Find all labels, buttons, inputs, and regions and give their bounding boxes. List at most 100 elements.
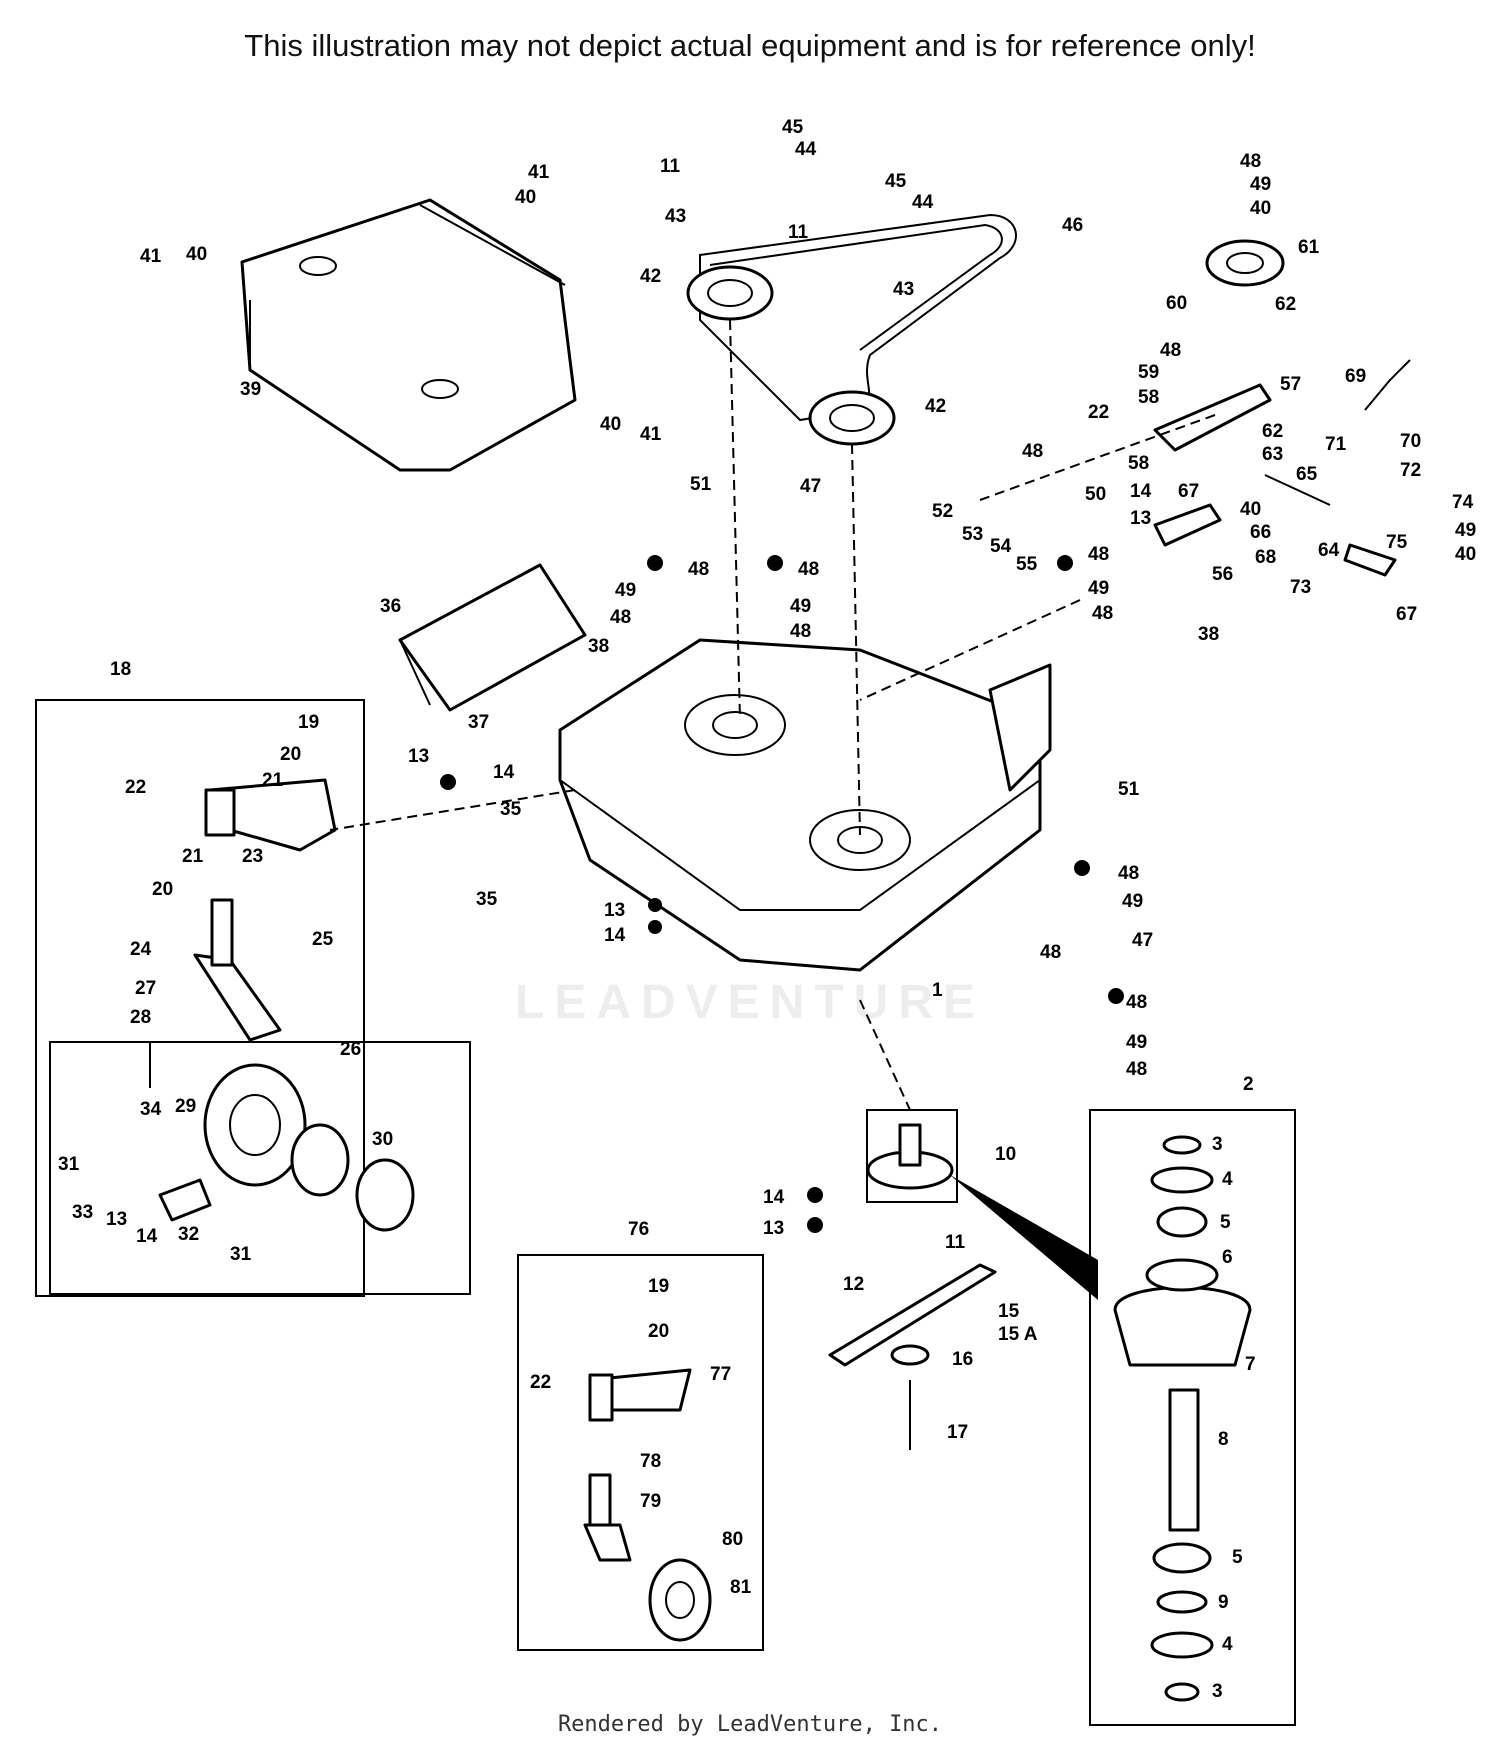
callout-78: 78 (640, 1451, 661, 1472)
hardware-fasteners (440, 555, 1124, 1233)
callout-22: 22 (1088, 402, 1109, 423)
callout-48: 48 (790, 621, 811, 642)
assembly-guide-lines (329, 319, 1216, 1111)
callout-2: 2 (1243, 1074, 1254, 1095)
callout-66: 66 (1250, 522, 1271, 543)
callout-62: 62 (1275, 294, 1296, 315)
caster-wheel-part[interactable] (158, 1063, 415, 1232)
wheel-bracket-part[interactable] (583, 1368, 712, 1642)
callout-49: 49 (615, 580, 636, 601)
spindle-housing-part[interactable] (1113, 1135, 1252, 1702)
discharge-baffle[interactable] (398, 563, 587, 712)
callout-27: 27 (135, 978, 156, 999)
callout-41: 41 (528, 162, 550, 183)
callout-43: 43 (665, 206, 686, 227)
callout-46: 46 (1062, 215, 1083, 236)
callout-5: 5 (1220, 1212, 1231, 1233)
callout-44: 44 (912, 192, 934, 213)
mower-deck-housing[interactable] (558, 638, 1052, 972)
callout-48: 48 (798, 559, 819, 580)
callout-81: 81 (730, 1577, 752, 1598)
callout-48: 48 (1022, 441, 1043, 462)
callout-69: 69 (1345, 366, 1366, 387)
callout-18: 18 (110, 659, 131, 680)
callout-42: 42 (925, 396, 946, 417)
callout-13: 13 (604, 900, 625, 921)
callout-48: 48 (1126, 1059, 1147, 1080)
callout-21: 21 (182, 846, 204, 867)
callout-48: 48 (1160, 340, 1181, 361)
caster-arm-part[interactable] (193, 778, 337, 1042)
callout-62: 62 (1262, 421, 1283, 442)
mower-blade[interactable] (828, 1263, 997, 1450)
callout-49: 49 (1122, 891, 1143, 912)
callout-6: 6 (1222, 1247, 1233, 1268)
callout-26: 26 (340, 1039, 361, 1060)
callout-65: 65 (1296, 464, 1318, 485)
callout-17: 17 (947, 1422, 968, 1443)
callout-11: 11 (788, 222, 809, 243)
callout-32: 32 (178, 1224, 199, 1245)
callout-38: 38 (1198, 624, 1219, 645)
callout-63: 63 (1262, 444, 1283, 465)
callout-35: 35 (500, 799, 522, 820)
callout-47: 47 (800, 476, 821, 497)
callout-48: 48 (688, 559, 709, 580)
callout-42: 42 (640, 266, 661, 287)
callout-19: 19 (298, 712, 319, 733)
callout-23: 23 (242, 846, 263, 867)
belt-and-pulley-assembly[interactable] (686, 213, 1285, 446)
callout-80: 80 (722, 1529, 743, 1550)
callout-8: 8 (1218, 1429, 1229, 1450)
callout-15: 15 (998, 1301, 1020, 1322)
callout-34: 34 (140, 1099, 162, 1120)
callout-12: 12 (843, 1274, 864, 1295)
callout-41: 41 (140, 246, 162, 267)
callout-45: 45 (782, 117, 804, 138)
lift-linkage-assembly[interactable] (1153, 359, 1411, 577)
callout-36: 36 (380, 596, 401, 617)
part-callouts: 1 2 3 3 4 4 5 5 6 7 8 9 10 11 11 11 12 1… (58, 117, 1476, 1702)
spindle-assembly[interactable] (866, 1109, 958, 1203)
callout-52: 52 (932, 501, 953, 522)
callout-14: 14 (604, 925, 626, 946)
callout-54: 54 (990, 536, 1012, 557)
callout-5: 5 (1232, 1547, 1243, 1568)
callout-47: 47 (1132, 930, 1153, 951)
callout-71: 71 (1325, 434, 1347, 455)
callout-74: 74 (1452, 492, 1474, 513)
callout-20: 20 (152, 879, 173, 900)
callout-67: 67 (1178, 481, 1199, 502)
disclaimer-text: This illustration may not depict actual … (244, 28, 1256, 63)
callout-20: 20 (280, 744, 301, 765)
box-spindle-exploded-2 (950, 1109, 1296, 1726)
callout-11: 11 (945, 1232, 966, 1253)
callout-55: 55 (1016, 554, 1038, 575)
callout-49: 49 (1250, 174, 1271, 195)
callout-31: 31 (230, 1244, 252, 1265)
deck-cover-part[interactable] (240, 198, 577, 472)
callout-49: 49 (1455, 520, 1476, 541)
callout-49: 49 (1126, 1032, 1147, 1053)
callout-35: 35 (476, 889, 498, 910)
callout-53: 53 (962, 524, 983, 545)
callout-29: 29 (175, 1096, 196, 1117)
callout-4: 4 (1222, 1634, 1233, 1655)
callout-59: 59 (1138, 362, 1159, 383)
callout-48: 48 (1092, 603, 1113, 624)
callout-14: 14 (493, 762, 515, 783)
callout-13: 13 (1130, 508, 1151, 529)
watermark-text: LEADVENTURE (514, 976, 986, 1029)
callout-67: 67 (1396, 604, 1417, 625)
box-caster-assembly-18 (35, 699, 471, 1297)
callout-45: 45 (885, 171, 907, 192)
callout-44: 44 (795, 139, 817, 160)
callout-64: 64 (1318, 540, 1340, 561)
callout-19: 19 (648, 1276, 669, 1297)
callout-48: 48 (610, 607, 631, 628)
callout-24: 24 (130, 939, 152, 960)
callout-37: 37 (468, 712, 489, 733)
callout-22: 22 (530, 1372, 551, 1393)
callout-49: 49 (790, 596, 811, 617)
